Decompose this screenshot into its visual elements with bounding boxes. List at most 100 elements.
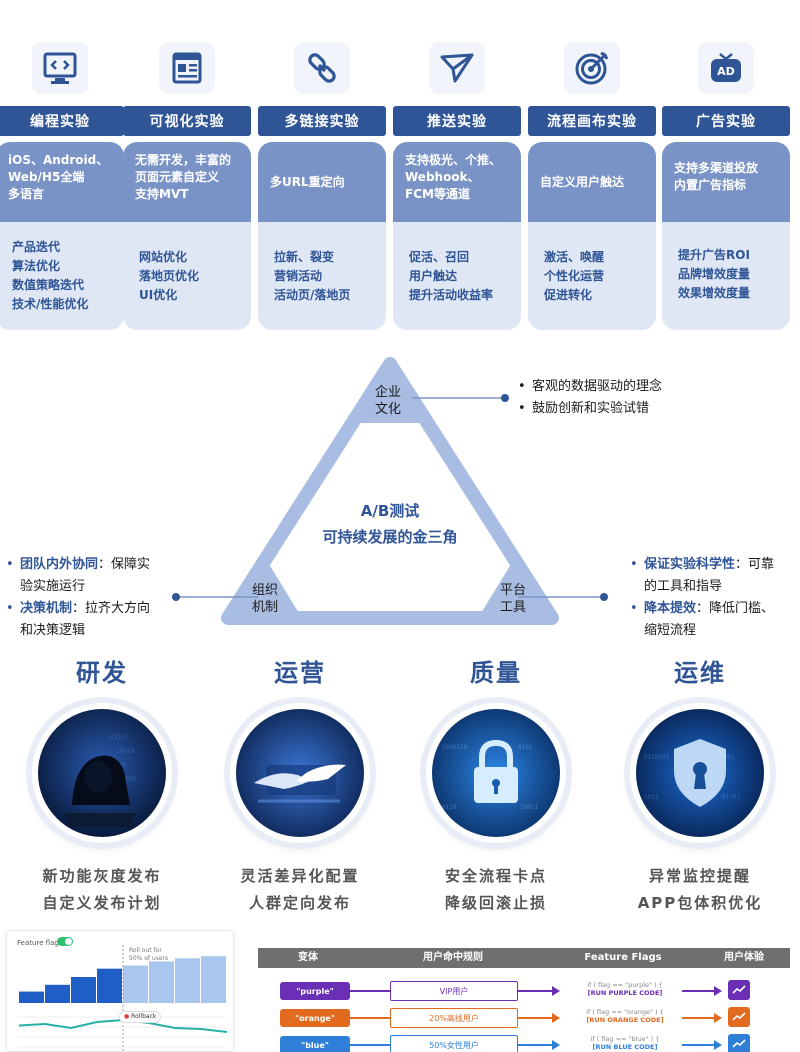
svg-text:10010: 10010 bbox=[116, 748, 134, 755]
role-description: 灵活差异化配置 人群定向发布 bbox=[210, 863, 390, 917]
experiment-use-cases: 促活、召回 用户触达 提升活动收益率 bbox=[393, 248, 521, 305]
header-rule: 用户命中规则 bbox=[423, 952, 483, 963]
use-line: 活动页/落地页 bbox=[274, 288, 351, 302]
desc-line: 页面元素自定义 bbox=[135, 170, 220, 184]
rollout-note: Roll out for 50% of users bbox=[129, 947, 189, 963]
use-line: 落地页优化 bbox=[139, 269, 200, 283]
bullet-keyword: 决策机制 bbox=[20, 601, 73, 616]
code-line: [RUN ORANGE CODE] bbox=[586, 1016, 664, 1024]
bullet-keyword: 团队内外协同 bbox=[20, 557, 99, 572]
svg-text:0101: 0101 bbox=[518, 744, 533, 751]
ad-icon-label: AD bbox=[717, 65, 735, 78]
label-line: 平台 bbox=[499, 583, 526, 598]
connector-line bbox=[518, 1017, 554, 1019]
experiment-use-cases: 提升广告ROI 品牌增效度量 效果增效度量 bbox=[662, 246, 790, 303]
desc-line: 支持多渠道投放 bbox=[674, 161, 759, 175]
experiment-card: 支持多渠道投放 内置广告指标 提升广告ROI 品牌增效度量 效果增效度量 bbox=[662, 142, 790, 330]
use-line: 产品迭代 bbox=[12, 240, 61, 254]
bullet-text: 的工具和指导 bbox=[644, 579, 723, 594]
connector-line bbox=[350, 1044, 390, 1046]
role-title: 运维 bbox=[674, 659, 726, 687]
use-line: 数值策略迭代 bbox=[12, 278, 85, 292]
use-line: 网站优化 bbox=[139, 250, 188, 264]
table-header: 变体 用户命中规则 Feature Flags 用户体验 bbox=[258, 948, 790, 968]
header-variant: 变体 bbox=[298, 952, 318, 963]
svg-text:1011: 1011 bbox=[644, 794, 659, 801]
rule-box: 50%女性用户 bbox=[390, 1035, 518, 1052]
experiment-title: 编程实验 bbox=[0, 106, 124, 136]
target-icon bbox=[564, 42, 620, 94]
bullet-keyword: 保证实验科学性 bbox=[644, 557, 736, 572]
role-line: 新功能灰度发布 bbox=[42, 867, 162, 885]
experiment-use-cases: 拉新、裂变 营销活动 活动页/落地页 bbox=[258, 248, 386, 305]
code-line: if ( flag == "blue" ) { bbox=[590, 1035, 660, 1043]
rule-box: 20%高线用户 bbox=[390, 1008, 518, 1028]
experiment-title: 推送实验 bbox=[393, 106, 521, 136]
bullet-item: 降本提效：降低门槛、缩短流程 bbox=[628, 598, 798, 642]
rollout-bar bbox=[149, 961, 174, 1003]
header-flags: Feature Flags bbox=[584, 952, 662, 963]
role-description: 异常监控提醒 APP包体积优化 bbox=[610, 863, 790, 917]
experiment-column: 可视化实验 无需开发，丰富的 页面元素自定义 支持MVT 网站优化 落地页优化 … bbox=[123, 40, 251, 335]
rollout-bar bbox=[19, 991, 44, 1003]
svg-text:1001: 1001 bbox=[720, 754, 735, 761]
label-line: 工具 bbox=[499, 600, 526, 615]
rollout-bar bbox=[123, 965, 148, 1003]
bullet-keyword: 降本提效 bbox=[644, 601, 697, 616]
triangle-left-label: 组织 机制 bbox=[236, 582, 294, 616]
role-title: 运营 bbox=[274, 659, 326, 687]
rollout-chart bbox=[17, 945, 228, 1051]
experiment-use-cases: 网站优化 落地页优化 UI优化 bbox=[123, 248, 251, 305]
feature-flag-toggle[interactable] bbox=[57, 937, 73, 946]
svg-text:0110: 0110 bbox=[442, 804, 457, 811]
experiment-card: 支持极光、个推、 Webhook、 FCM等通道 促活、召回 用户触达 提升活动… bbox=[393, 142, 521, 330]
experiment-use-cases: 产品迭代 算法优化 数值策略迭代 技术/性能优化 bbox=[0, 238, 124, 314]
use-line: 拉新、裂变 bbox=[274, 250, 335, 264]
use-line: 激活、唤醒 bbox=[544, 250, 605, 264]
bullet-item: 客观的数据驱动的理念 bbox=[516, 376, 662, 398]
link-icon bbox=[294, 42, 350, 94]
ad-tv-icon: AD bbox=[698, 42, 754, 94]
desc-line: Web/H5全端 bbox=[8, 170, 85, 184]
desc-line: Webhook、 bbox=[405, 170, 480, 184]
use-line: 用户触达 bbox=[409, 269, 458, 283]
rollout-bar bbox=[175, 958, 200, 1003]
experiment-title: 广告实验 bbox=[662, 106, 790, 136]
trend-chart-icon bbox=[728, 980, 750, 1000]
experiment-description: 自定义用户触达 bbox=[528, 142, 656, 222]
feature-flags-table: 变体 用户命中规则 Feature Flags 用户体验 "purple"VIP… bbox=[258, 948, 790, 1052]
experiment-description: iOS、Android、 Web/H5全端 多语言 bbox=[0, 142, 124, 222]
experiment-card: 无需开发，丰富的 页面元素自定义 支持MVT 网站优化 落地页优化 UI优化 bbox=[123, 142, 251, 330]
rollout-bar bbox=[45, 984, 70, 1003]
experiment-column: 推送实验 支持极光、个推、 Webhook、 FCM等通道 促活、召回 用户触达… bbox=[393, 40, 521, 335]
bullet-text: 验实施运行 bbox=[20, 579, 86, 594]
center-line: 可持续发展的金三角 bbox=[322, 528, 458, 546]
connector-line bbox=[350, 1017, 390, 1019]
triangle-right-node bbox=[478, 556, 552, 618]
trend-chart-icon bbox=[728, 1034, 750, 1052]
use-line: 技术/性能优化 bbox=[12, 297, 89, 311]
center-line: A/B测试 bbox=[360, 502, 420, 520]
triangle-left-node bbox=[228, 556, 302, 618]
experiment-description: 支持极光、个推、 Webhook、 FCM等通道 bbox=[393, 142, 521, 222]
connector-line bbox=[682, 1044, 716, 1046]
role-description: 安全流程卡点 降级回滚止损 bbox=[406, 863, 586, 917]
triangle-top-node bbox=[345, 364, 435, 423]
bullet-text: 缩短流程 bbox=[644, 623, 697, 638]
note-line: 50% of users bbox=[129, 955, 169, 962]
flag-code: if ( flag == "blue" ) {[RUN BLUE CODE] bbox=[570, 1035, 680, 1051]
svg-text:01101: 01101 bbox=[110, 734, 128, 741]
role-title: 质量 bbox=[470, 659, 522, 687]
connector-line bbox=[518, 1044, 554, 1046]
use-line: 个性化运营 bbox=[544, 269, 605, 283]
bullet-item: 鼓励创新和实验试错 bbox=[516, 398, 662, 420]
note-line: Roll out for bbox=[129, 947, 162, 954]
experiment-card: iOS、Android、 Web/H5全端 多语言 产品迭代 算法优化 数值策略… bbox=[0, 142, 124, 330]
use-line: 促活、召回 bbox=[409, 250, 470, 264]
